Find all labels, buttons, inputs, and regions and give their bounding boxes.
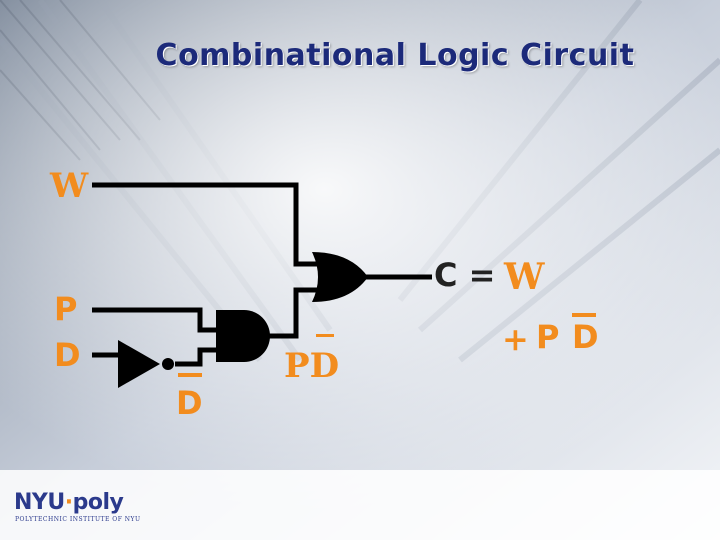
equation-plus: + [502, 320, 529, 358]
wire-dbar [175, 347, 216, 367]
logo-brand-left: NYU [14, 490, 65, 515]
overbar-pd [316, 334, 334, 337]
logo-brand-right: poly [72, 490, 124, 515]
logo-brand-dot: · [64, 490, 73, 515]
equation-term-d: D [572, 318, 599, 356]
circuit-wires [92, 182, 432, 367]
slide-title: Combinational Logic Circuit [155, 38, 635, 73]
overbar-equation-d [572, 313, 596, 317]
wire-pd [268, 287, 318, 339]
wire-w [92, 182, 318, 267]
inverted-d-label: D [176, 384, 203, 422]
not-gate [118, 340, 174, 388]
or-gate [312, 252, 368, 302]
input-label-p: P [54, 290, 78, 328]
equation-lhs: C = [434, 256, 496, 294]
wire-p [92, 307, 216, 333]
and-output-label: PD [284, 346, 340, 386]
input-label-w: W [50, 166, 89, 206]
nyu-poly-logo: NYU·poly [14, 490, 124, 515]
equation-term-p: P [536, 318, 560, 356]
equation-term-w: W [504, 256, 545, 298]
input-label-d: D [54, 336, 81, 374]
overbar-dbar [178, 373, 202, 377]
and-gate [216, 310, 270, 362]
logo-subtitle: POLYTECHNIC INSTITUTE OF NYU [15, 516, 141, 523]
